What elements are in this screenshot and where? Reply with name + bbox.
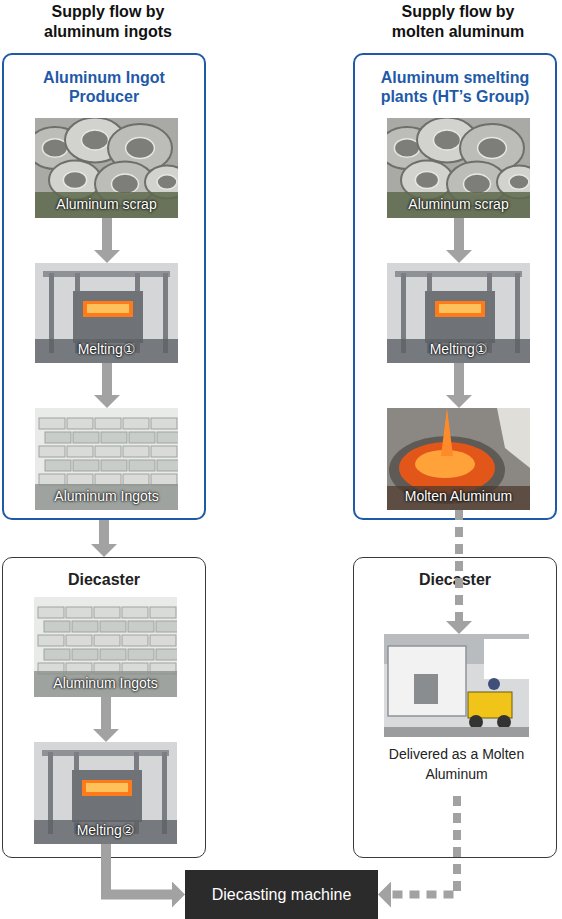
flow-arrow [454, 218, 464, 250]
photo-box: Molten Aluminum [387, 408, 530, 510]
photo-box: Aluminum scrap [35, 118, 178, 218]
photo-caption: Aluminum scrap [387, 196, 530, 213]
box-label: Diecasting machine [185, 870, 378, 919]
photo-box: Melting② [34, 742, 177, 844]
group-panel: Aluminum Ingot ProducerAluminum scrapMel… [2, 53, 206, 520]
column-header: Supply flow by aluminum ingots [28, 2, 188, 42]
panel-title: Aluminum Ingot Producer [19, 68, 189, 106]
flow-arrow [102, 363, 112, 395]
photo-caption: Aluminum Ingots [34, 675, 177, 692]
photo-box: Aluminum Ingots [35, 408, 178, 510]
panel-title: Aluminum smelting plants (HT’s Group) [365, 68, 545, 106]
photo-caption: Aluminum Ingots [35, 488, 178, 505]
group-panel: Aluminum smelting plants (HT’s Group) Alu… [353, 53, 557, 520]
column-header: Supply flow by molten aluminum [378, 2, 538, 42]
photo-caption: Melting① [35, 341, 178, 358]
panel-title: Diecaster [19, 570, 189, 589]
flow-arrow [101, 697, 111, 729]
photo-caption: Delivered as a Molten Aluminum [384, 744, 529, 784]
process-box: Diecasting machine [185, 870, 378, 919]
group-panel: DiecasterAluminum IngotsMelting② [2, 557, 206, 858]
photo-caption: Melting② [34, 822, 177, 839]
panel-title: Diecaster [370, 570, 540, 589]
photo-box: Delivered as a Molten Aluminum [384, 634, 529, 796]
flow-arrow [102, 218, 112, 250]
photo-box: Melting① [35, 263, 178, 363]
photo-caption: Molten Aluminum [387, 488, 530, 505]
flow-arrow [106, 844, 172, 895]
dashed-arrow [455, 510, 463, 621]
group-panel: DiecasterDelivered as a Molten Aluminum [353, 557, 557, 858]
photo-truck [384, 634, 529, 737]
photo-box: Aluminum scrap [387, 118, 530, 218]
photo-box: Aluminum Ingots [34, 597, 177, 697]
flow-arrow [99, 520, 109, 544]
dashed-arrow [391, 796, 457, 895]
photo-caption: Aluminum scrap [35, 196, 178, 213]
flow-arrow [454, 363, 464, 395]
photo-box: Melting① [387, 263, 530, 363]
photo-caption: Melting① [387, 341, 530, 358]
